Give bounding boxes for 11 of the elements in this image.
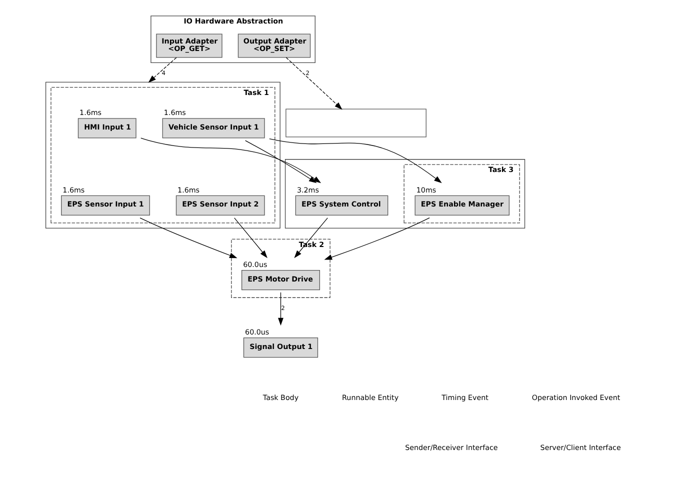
- arrow: [278, 292, 284, 326]
- arrow: [294, 218, 328, 258]
- arrow: [140, 138, 322, 184]
- arrow: [245, 140, 317, 184]
- arrow: [140, 218, 238, 258]
- cluster: [284, 159, 526, 228]
- arrow: [148, 57, 177, 83]
- arrow: [269, 138, 442, 184]
- arrow: [234, 218, 268, 258]
- arrow: [286, 57, 342, 110]
- node-box: [286, 108, 426, 138]
